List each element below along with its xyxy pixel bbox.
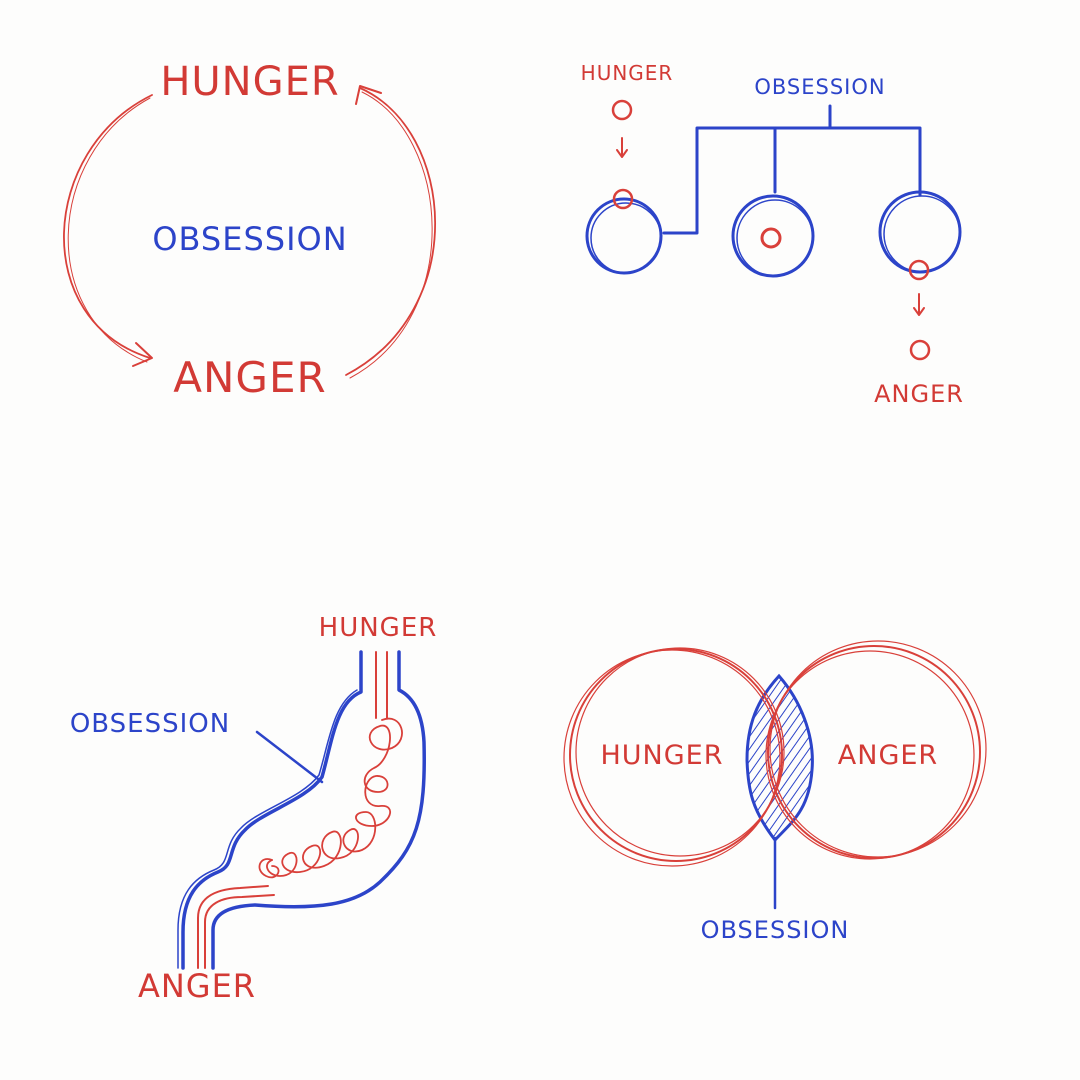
hunger-down-arrow <box>616 137 628 158</box>
esophagus-tube <box>375 651 388 719</box>
venn-anger-label: ANGER <box>838 740 938 771</box>
venn-circle-anger <box>765 640 987 860</box>
cycle-right-arrowhead <box>355 85 382 105</box>
cycle-left-arrowhead <box>132 342 153 367</box>
stomach-outline <box>181 650 426 970</box>
anger-down-arrow <box>913 293 925 316</box>
cell-left-particle <box>612 188 634 210</box>
venn-obsession-label: OBSESSION <box>701 916 850 944</box>
cell-middle <box>731 194 815 278</box>
cycle-hunger-label: HUNGER <box>160 59 339 105</box>
obsession-pointer-line <box>255 730 324 784</box>
intestine-tube <box>197 885 275 969</box>
cycle-right-arc <box>345 87 436 376</box>
cells-anger-label: ANGER <box>874 380 964 408</box>
cells-obsession-label: OBSESSION <box>754 75 885 99</box>
stomach-anger-label: ANGER <box>138 967 256 1005</box>
cell-middle-particle <box>760 227 782 249</box>
venn-circle-hunger <box>563 647 785 867</box>
cycle-obsession-label: OBSESSION <box>152 220 347 258</box>
venn-hunger-label: HUNGER <box>600 740 723 771</box>
venn-panel: HUNGER ANGER OBSESSION <box>563 640 987 944</box>
hunger-particle <box>611 99 633 121</box>
tangled-loops <box>266 717 403 877</box>
cycle-panel: HUNGER OBSESSION ANGER <box>63 59 436 402</box>
cycle-left-arc <box>63 94 153 359</box>
cycle-anger-label: ANGER <box>173 353 326 402</box>
cells-panel: HUNGER OBSESSION ANGER <box>581 61 964 408</box>
anger-particle <box>909 339 931 361</box>
cell-left <box>585 197 663 275</box>
cells-hunger-label: HUNGER <box>581 61 674 85</box>
obsession-branch-lines <box>662 104 922 235</box>
stomach-panel: HUNGER OBSESSION ANGER <box>70 613 438 1005</box>
stomach-obsession-label: OBSESSION <box>70 709 230 739</box>
stomach-hunger-label: HUNGER <box>319 613 438 643</box>
cell-right-particle <box>908 259 930 281</box>
